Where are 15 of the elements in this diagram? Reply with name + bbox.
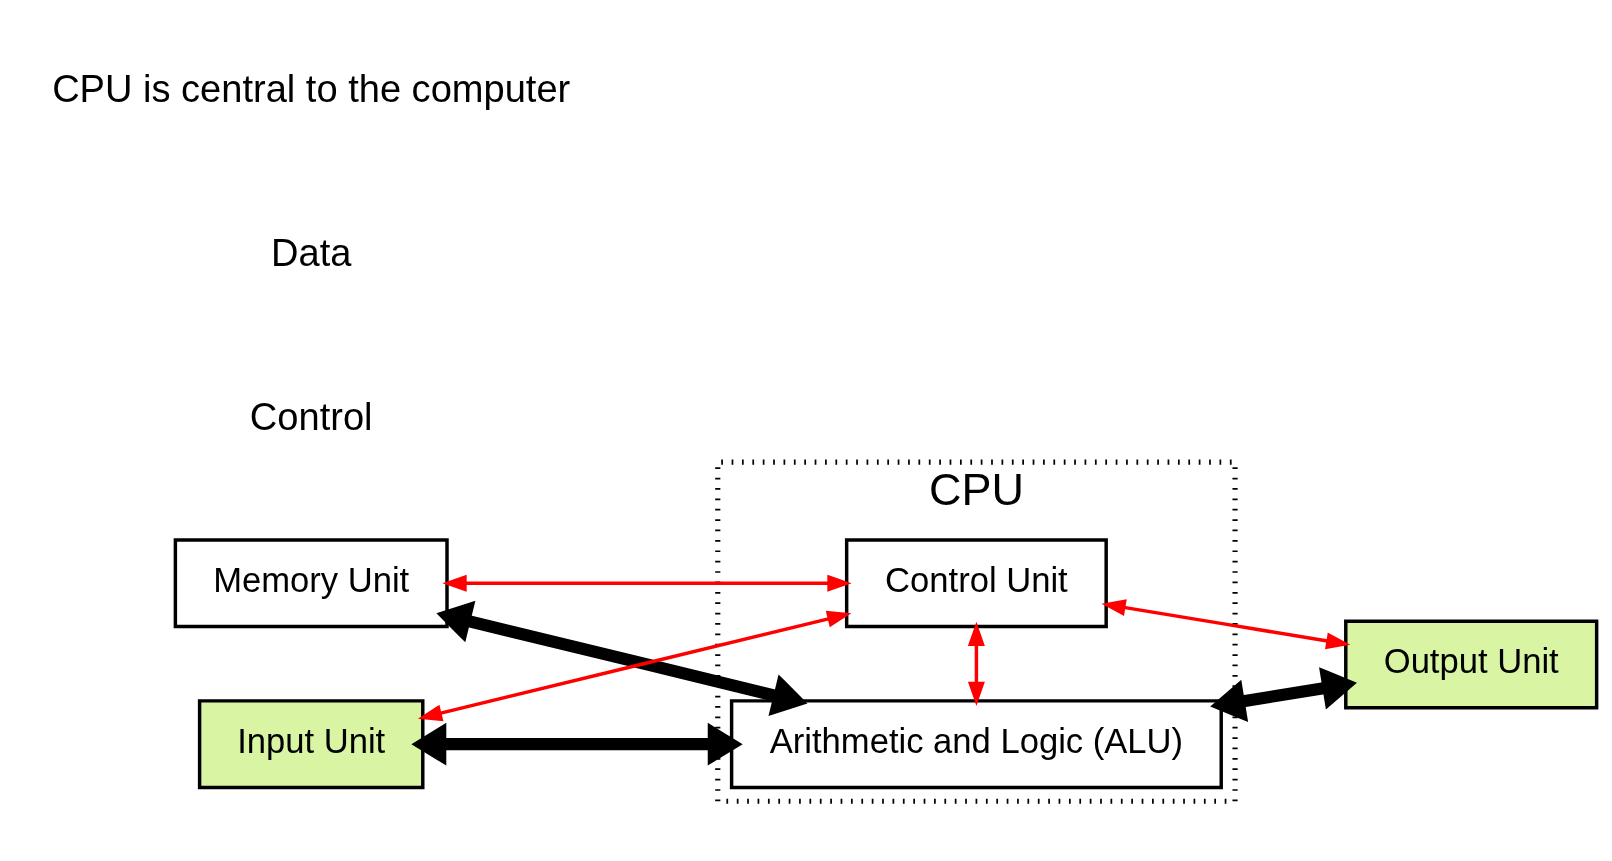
label: CPU is central to the computer bbox=[52, 67, 571, 110]
arrow bbox=[967, 621, 985, 706]
arrow bbox=[1101, 598, 1351, 649]
node-box: Input Unit bbox=[197, 698, 425, 789]
legend-label: Control bbox=[249, 395, 373, 438]
node-box: Arithmetic and Logic (ALU) bbox=[729, 698, 1223, 789]
legend-label: Data bbox=[271, 231, 352, 274]
arrow bbox=[436, 600, 808, 716]
arrow bbox=[417, 610, 852, 721]
arrow bbox=[411, 722, 743, 766]
node-box: Output Unit bbox=[1344, 619, 1599, 710]
arrow bbox=[1210, 666, 1357, 722]
arrow bbox=[442, 574, 852, 592]
node-box: Control Unit bbox=[844, 537, 1108, 628]
node-box: Memory Unit bbox=[173, 537, 449, 628]
